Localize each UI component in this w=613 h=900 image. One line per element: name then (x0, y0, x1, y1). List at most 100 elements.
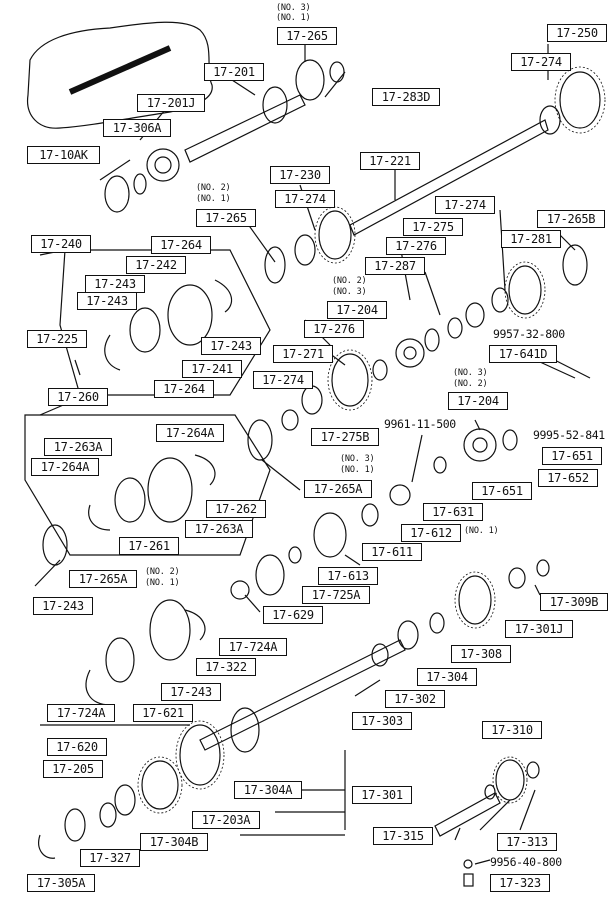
callout-17-242[interactable]: 17-242 (126, 256, 186, 274)
note-no2-c: (NO. 2) (453, 379, 488, 389)
callout-17-641D[interactable]: 17-641D (489, 345, 557, 363)
callout-17-651-b[interactable]: 17-651 (472, 482, 532, 500)
callout-17-240[interactable]: 17-240 (31, 235, 91, 253)
synchronizer-box-260 (24, 414, 271, 556)
callout-17-275B[interactable]: 17-275B (311, 428, 379, 446)
callout-17-322[interactable]: 17-322 (196, 658, 256, 676)
callout-17-302[interactable]: 17-302 (385, 690, 445, 708)
callout-17-301[interactable]: 17-301 (352, 786, 412, 804)
callout-17-327[interactable]: 17-327 (80, 849, 140, 867)
callout-17-230[interactable]: 17-230 (270, 166, 330, 184)
part-9957-32-800: 9957-32-800 (493, 327, 565, 341)
callout-17-263A-b[interactable]: 17-263A (185, 520, 253, 538)
callout-17-281[interactable]: 17-281 (501, 230, 561, 248)
callout-17-304[interactable]: 17-304 (417, 668, 477, 686)
callout-17-725A[interactable]: 17-725A (302, 586, 370, 604)
callout-17-274-low[interactable]: 17-274 (253, 371, 313, 389)
transmission-case-outline (27, 21, 213, 129)
callout-17-261[interactable]: 17-261 (119, 537, 179, 555)
callout-17-274-mid[interactable]: 17-274 (275, 190, 335, 208)
callout-17-274-right[interactable]: 17-274 (435, 196, 495, 214)
note-no3-c: (NO. 3) (453, 368, 488, 378)
callout-17-652[interactable]: 17-652 (538, 469, 598, 487)
callout-17-304A[interactable]: 17-304A (234, 781, 302, 799)
callout-17-265B[interactable]: 17-265B (537, 210, 605, 228)
callout-17-309B[interactable]: 17-309B (540, 593, 608, 611)
note-no1-a: (NO. 1) (196, 194, 231, 204)
callout-17-243-a[interactable]: 17-243 (85, 275, 145, 293)
callout-17-10AK[interactable]: 17-10AK (27, 146, 100, 164)
callout-17-264-b[interactable]: 17-264 (154, 380, 214, 398)
callout-17-323[interactable]: 17-323 (490, 874, 550, 892)
note-no1-top: (NO. 1) (276, 13, 311, 23)
callout-17-305A[interactable]: 17-305A (27, 874, 95, 892)
callout-17-262[interactable]: 17-262 (206, 500, 266, 518)
callout-17-613[interactable]: 17-613 (318, 567, 378, 585)
callout-17-265A-a[interactable]: 17-265A (304, 480, 372, 498)
callout-17-260[interactable]: 17-260 (48, 388, 108, 406)
callout-17-651-a[interactable]: 17-651 (542, 447, 602, 465)
note-no1-f: (NO. 1) (145, 578, 180, 588)
callout-17-620[interactable]: 17-620 (47, 738, 107, 756)
note-no1-e: (NO. 1) (464, 526, 499, 536)
callout-17-265A-b[interactable]: 17-265A (69, 570, 137, 588)
callout-17-243-d[interactable]: 17-243 (33, 597, 93, 615)
callout-17-225[interactable]: 17-225 (27, 330, 87, 348)
callout-17-724A-b[interactable]: 17-724A (47, 704, 115, 722)
note-no2-a: (NO. 2) (196, 183, 231, 193)
callout-17-287[interactable]: 17-287 (365, 257, 425, 275)
note-no3-d: (NO. 3) (340, 454, 375, 464)
note-no3-top: (NO. 3) (276, 3, 311, 13)
callout-17-724A-a[interactable]: 17-724A (219, 638, 287, 656)
callout-17-306A[interactable]: 17-306A (103, 119, 171, 137)
callout-17-611[interactable]: 17-611 (362, 543, 422, 561)
callout-17-283D[interactable]: 17-283D (372, 88, 440, 106)
callout-17-310[interactable]: 17-310 (482, 721, 542, 739)
callout-17-301J[interactable]: 17-301J (505, 620, 573, 638)
callout-17-250[interactable]: 17-250 (547, 24, 607, 42)
callout-17-303[interactable]: 17-303 (352, 712, 412, 730)
callout-17-308[interactable]: 17-308 (451, 645, 511, 663)
callout-17-274-top[interactable]: 17-274 (511, 53, 571, 71)
callout-17-203A[interactable]: 17-203A (192, 811, 260, 829)
callout-17-204-b[interactable]: 17-204 (448, 392, 508, 410)
callout-17-631[interactable]: 17-631 (423, 503, 483, 521)
callout-17-263A-a[interactable]: 17-263A (44, 438, 112, 456)
callout-17-201[interactable]: 17-201 (204, 63, 264, 81)
callout-17-315[interactable]: 17-315 (373, 827, 433, 845)
callout-17-264-a[interactable]: 17-264 (151, 236, 211, 254)
part-9956-40-800: 9956-40-800 (490, 855, 562, 869)
callout-17-201J[interactable]: 17-201J (137, 94, 205, 112)
callout-17-205[interactable]: 17-205 (43, 760, 103, 778)
callout-17-313[interactable]: 17-313 (497, 833, 557, 851)
callout-17-276-b[interactable]: 17-276 (304, 320, 364, 338)
callout-17-276-a[interactable]: 17-276 (386, 237, 446, 255)
part-9995-52-841: 9995-52-841 (533, 428, 605, 442)
callout-17-275[interactable]: 17-275 (403, 218, 463, 236)
note-no1-d: (NO. 1) (340, 465, 375, 475)
callout-17-621[interactable]: 17-621 (133, 704, 193, 722)
callout-17-243-b[interactable]: 17-243 (77, 292, 137, 310)
callout-17-629[interactable]: 17-629 (263, 606, 323, 624)
callout-17-264A-a[interactable]: 17-264A (156, 424, 224, 442)
counter-shaft (199, 639, 406, 751)
note-no2-f: (NO. 2) (145, 567, 180, 577)
callout-17-243-c[interactable]: 17-243 (201, 337, 261, 355)
callout-17-265-top[interactable]: 17-265 (277, 27, 337, 45)
note-no3-b: (NO. 3) (332, 287, 367, 297)
callout-17-243-e[interactable]: 17-243 (161, 683, 221, 701)
callout-17-265-mid[interactable]: 17-265 (196, 209, 256, 227)
callout-17-271[interactable]: 17-271 (273, 345, 333, 363)
part-9961-11-500: 9961-11-500 (384, 417, 456, 431)
main-shaft (349, 119, 549, 236)
input-shaft (184, 94, 306, 163)
callout-17-204-a[interactable]: 17-204 (327, 301, 387, 319)
callout-17-304B[interactable]: 17-304B (140, 833, 208, 851)
callout-17-264A-b[interactable]: 17-264A (31, 458, 99, 476)
callout-17-241[interactable]: 17-241 (182, 360, 242, 378)
callout-17-221[interactable]: 17-221 (360, 152, 420, 170)
note-no2-b: (NO. 2) (332, 276, 367, 286)
callout-17-612[interactable]: 17-612 (401, 524, 461, 542)
